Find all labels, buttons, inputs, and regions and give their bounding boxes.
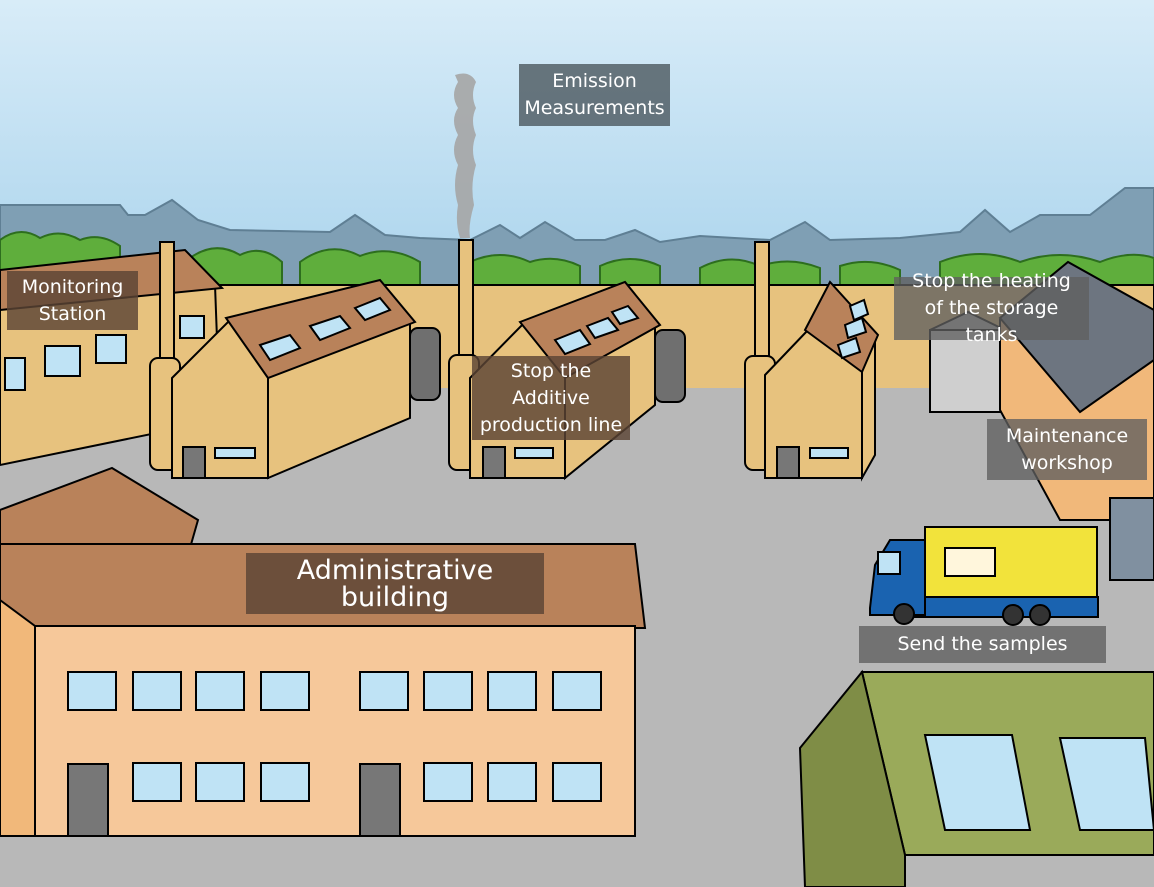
administrative-building-windows: [67, 671, 602, 802]
maintenance-workshop-button[interactable]: Maintenance workshop: [987, 419, 1147, 480]
administrative-building-doors: [67, 763, 401, 837]
stop-additive-production-line-button[interactable]: Stop the Additive production line: [472, 356, 630, 440]
stop-heating-storage-tanks-button[interactable]: Stop the heating of the storage tanks: [894, 270, 1089, 346]
delivery-truck: [869, 526, 1099, 626]
smoke: [454, 73, 476, 238]
green-building: [798, 669, 1154, 887]
monitoring-station-button[interactable]: Monitoring Station: [7, 271, 138, 330]
emission-measurements-button[interactable]: Emission Measurements: [519, 64, 670, 126]
left-warehouse-windows: [4, 315, 205, 391]
administrative-building-button[interactable]: Administrative building: [246, 553, 544, 614]
side-building-roof: [0, 466, 200, 549]
send-samples-button[interactable]: Send the samples: [859, 626, 1106, 663]
